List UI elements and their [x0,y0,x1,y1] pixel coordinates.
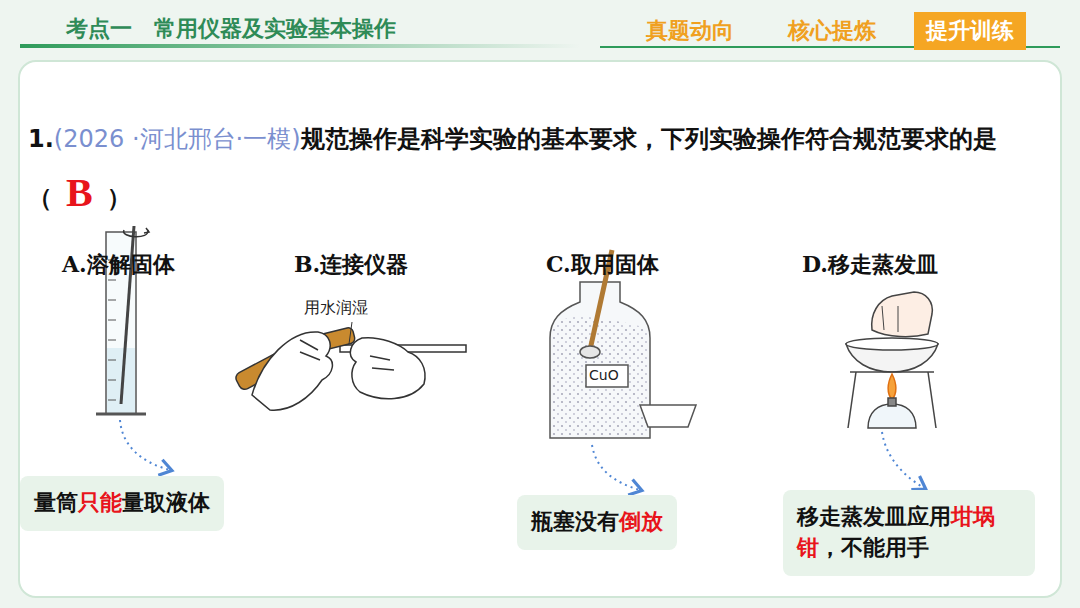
reagent-label: CuO [589,367,619,383]
question-number: 1. [28,125,54,153]
option-label: C.取用固体 [546,250,659,280]
callout-text: 量取液体 [122,490,210,515]
callout-text: 瓶塞没有 [531,509,619,534]
callout-text: ，不能用手 [819,535,929,560]
callout-box: 量筒只能量取液体 [20,476,224,531]
tab: 核心提炼 [788,16,876,46]
tab: 真题动向 [646,16,734,46]
question-text: ） [107,184,131,212]
question: 1.(2026 ·河北邢台·一模)规范操作是科学实验的基本要求，下列实验操作符合… [28,112,1038,225]
emphasis-text: 只能 [78,490,122,515]
active-tab: 提升训练 [914,12,1026,50]
callout-text: 移走蒸发皿应用 [797,504,951,529]
answer: B [52,170,107,215]
callout-text: 量筒 [34,490,78,515]
callout-box: 瓶塞没有倒放 [517,495,677,550]
question-source: (2026 ·河北邢台·一模) [54,125,301,153]
option-label: B.连接仪器 [294,250,408,280]
option-label: D.移走蒸发皿 [802,250,938,280]
page-title: 考点一 常用仪器及实验基本操作 [66,14,396,44]
callout-text: 提升训练 [926,18,1014,43]
option-label: A.溶解固体 [62,250,175,280]
emphasis-text: 倒放 [619,509,663,534]
part-label: 用水润湿 [304,298,368,319]
callout-box: 移走蒸发皿应用坩埚钳，不能用手 [783,490,1035,576]
